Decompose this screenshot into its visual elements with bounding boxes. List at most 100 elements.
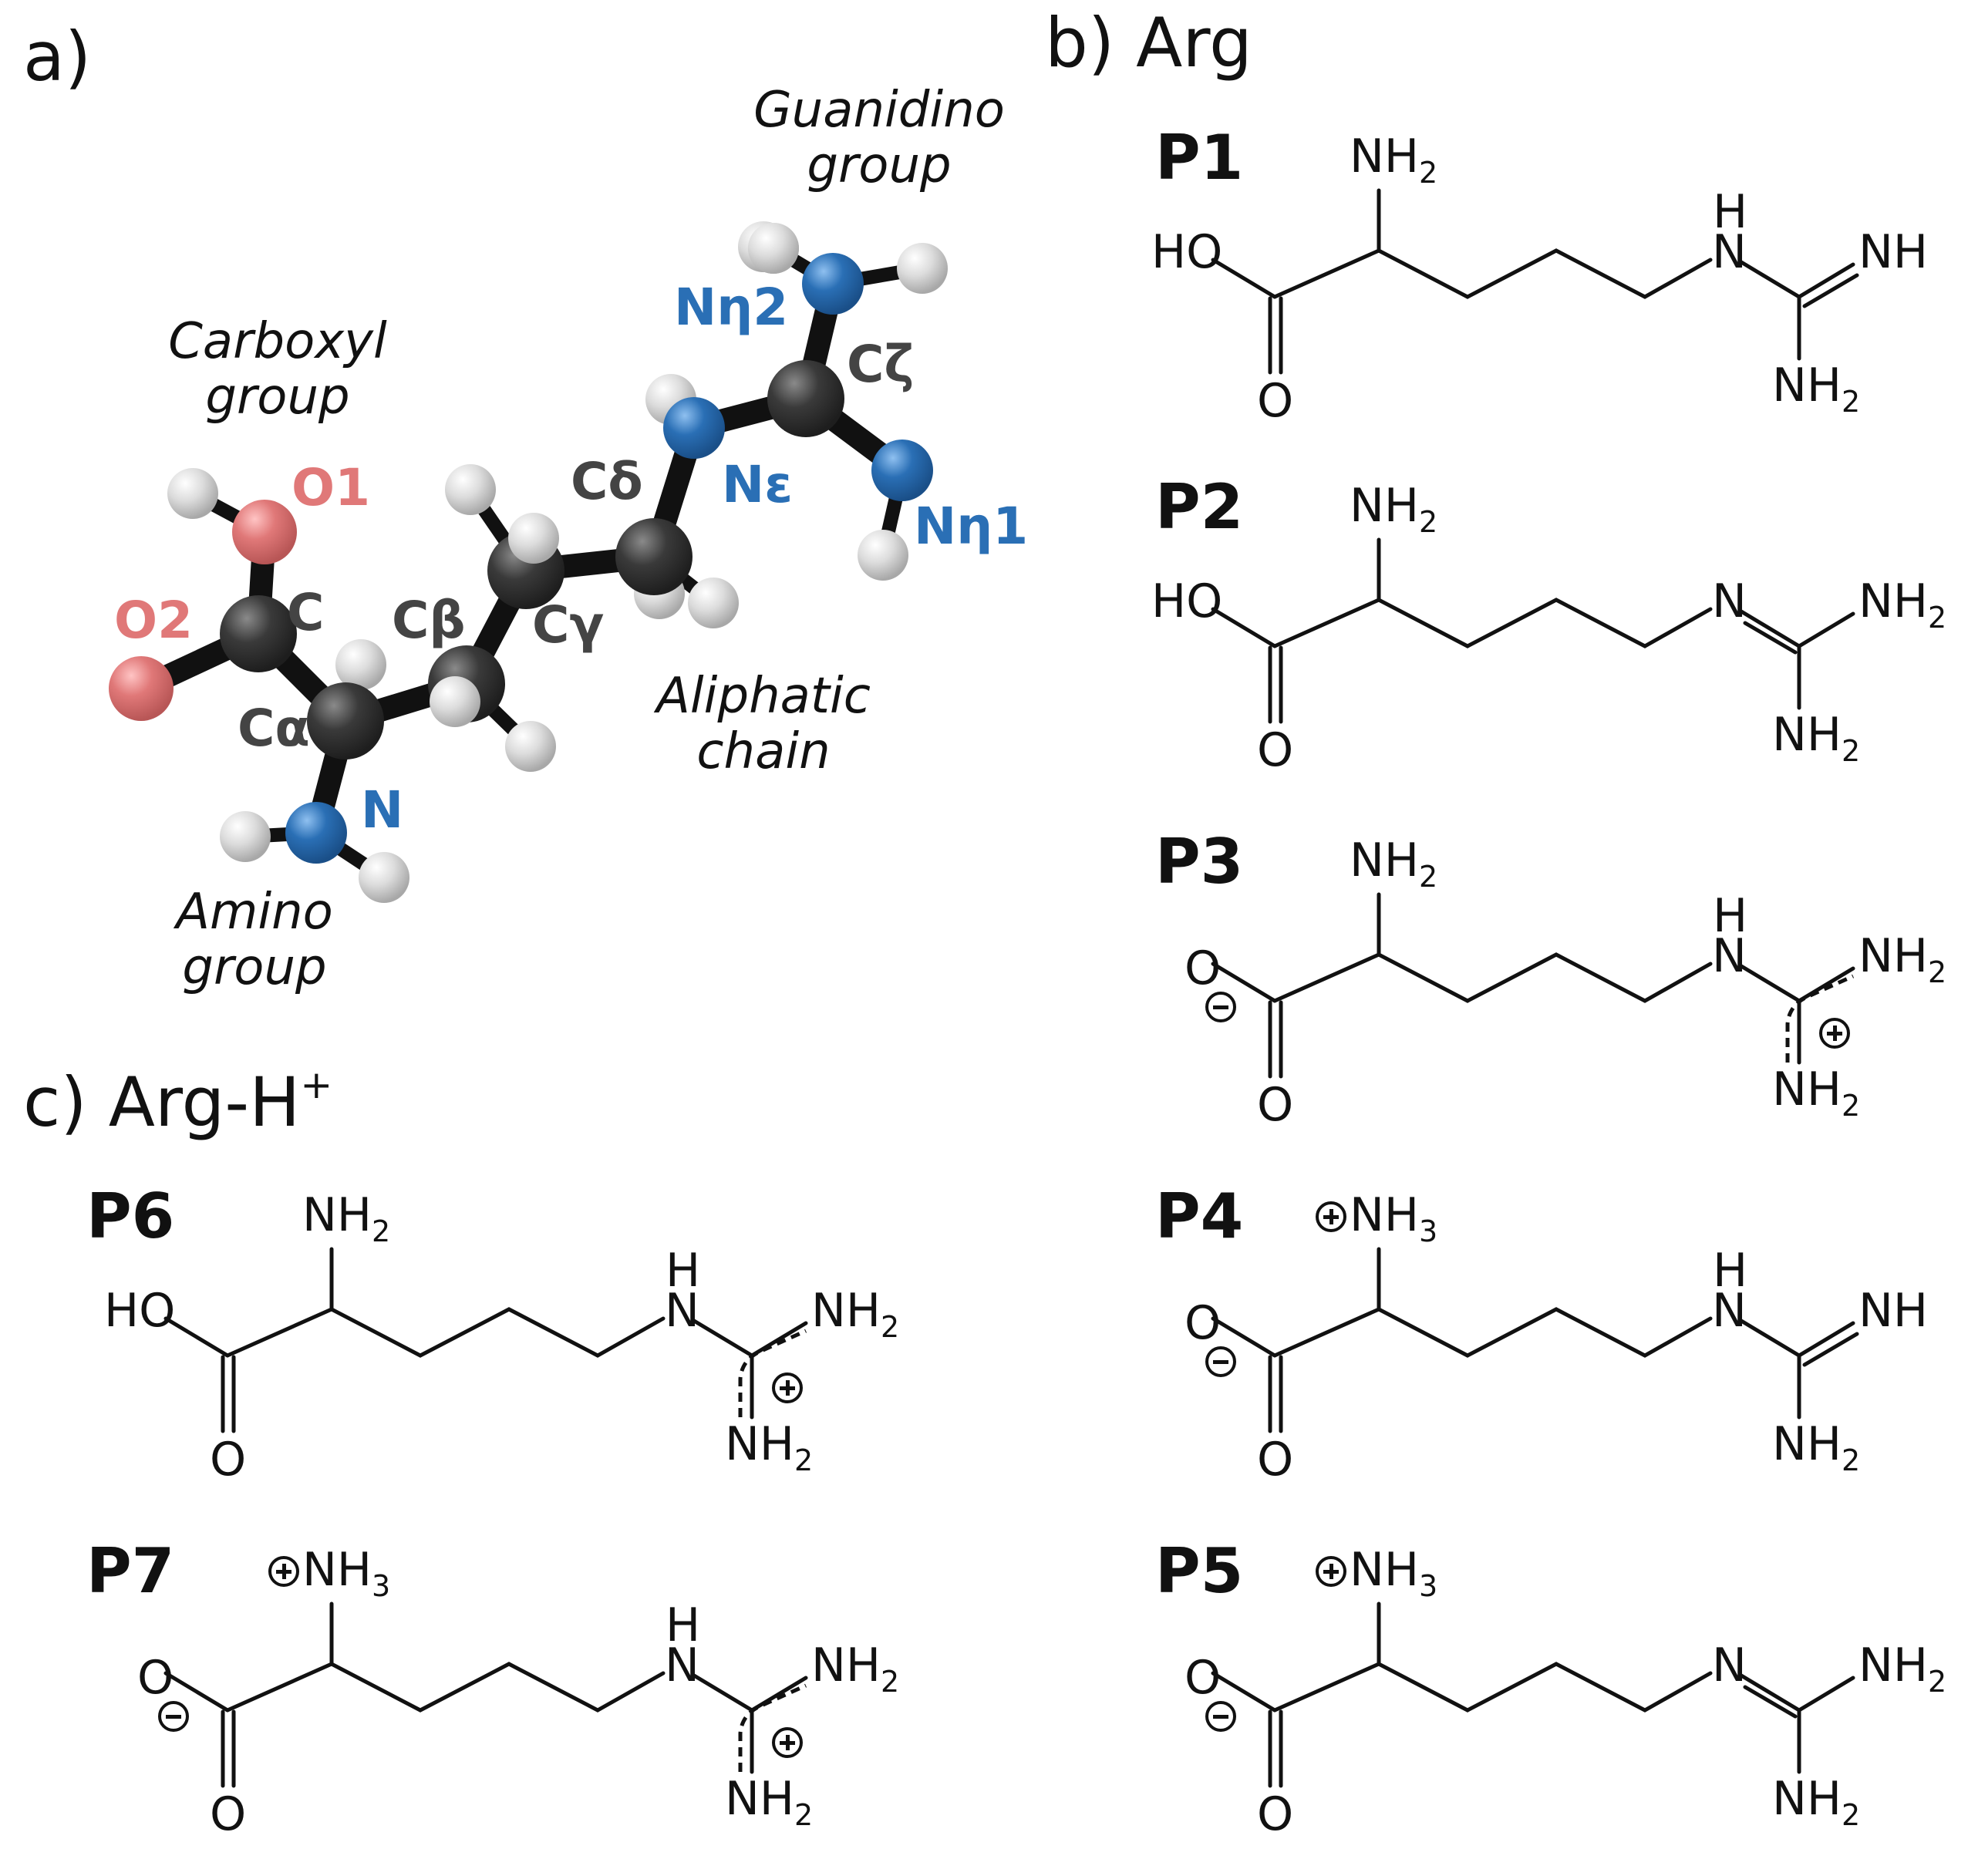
- carbonyl-oxygen-P7: O: [210, 1787, 247, 1841]
- atom-label-Nh2: Nη2: [674, 278, 789, 337]
- carboxylate-charge-P5: [1205, 1701, 1236, 1732]
- atom-Ca: [307, 682, 384, 759]
- atom-H_ca: [335, 639, 386, 690]
- atom-H_cb_back: [445, 464, 496, 515]
- atom-label-Cg: Cγ: [532, 595, 605, 655]
- carboxyl-group-label: Carboxyl group: [154, 313, 401, 426]
- atom-label-Nh1: Nη1: [914, 497, 1029, 556]
- atom-label-C: C: [287, 583, 325, 642]
- carbonyl-oxygen-P2: O: [1257, 723, 1294, 777]
- atom-H_nh1: [858, 530, 908, 581]
- guanidinium-charge-P6: [772, 1372, 803, 1403]
- structure-bonds-P7: [163, 1602, 808, 1788]
- epsilon-n-P6: N: [665, 1284, 699, 1338]
- bottom-n-P5: NH2: [1772, 1772, 1861, 1832]
- label-P6: P6: [86, 1180, 175, 1252]
- carboxyl-line1: Carboxyl: [168, 313, 387, 370]
- panel-b-label: b) Arg: [1045, 3, 1252, 83]
- amino-line2: group: [182, 938, 327, 996]
- guanidinium-charge-P7: [772, 1727, 803, 1758]
- aliphatic-line1: Aliphatic: [656, 668, 871, 725]
- imine-h-P1: H: [1713, 185, 1748, 239]
- acid-oxygen-P4: O: [1185, 1296, 1222, 1350]
- amine-charge-P4: [1316, 1201, 1346, 1232]
- amine-P1: NH2: [1350, 130, 1438, 190]
- epsilon-n-P3: N: [1712, 929, 1747, 983]
- guanidinium-charge-P3: [1819, 1018, 1850, 1049]
- top-n-P6: NH2: [811, 1284, 900, 1344]
- imine-h-P7: H: [666, 1598, 701, 1652]
- aliphatic-chain-label: Aliphatic chain: [640, 669, 887, 780]
- atom-O1: [232, 500, 297, 564]
- atom-H_n2: [359, 852, 409, 903]
- atom-Nh1: [871, 440, 933, 501]
- imine-h-P3: H: [1713, 889, 1748, 943]
- amine-P4: NH3: [1350, 1188, 1438, 1248]
- amino-line1: Amino: [176, 884, 333, 941]
- acid-oxygen-P3: O: [1185, 941, 1222, 995]
- bottom-n-P4: NH2: [1772, 1417, 1861, 1477]
- structure-bonds-P5: [1211, 1602, 1855, 1788]
- acid-oxygen-P5: O: [1185, 1651, 1222, 1705]
- atom-label-Cd: Cδ: [571, 452, 643, 511]
- arginine-ball-stick-model: [109, 221, 948, 903]
- bottom-n-P3: NH2: [1772, 1063, 1861, 1123]
- amine-P5: NH3: [1350, 1543, 1438, 1603]
- top-n-P7: NH2: [811, 1639, 900, 1699]
- carbonyl-oxygen-P6: O: [210, 1433, 247, 1487]
- amine-charge-P7: [268, 1556, 299, 1587]
- structure-bonds-P2: [1211, 537, 1855, 724]
- atom-Cd: [615, 518, 693, 595]
- amino-group-label: Amino group: [154, 884, 355, 996]
- atom-label-O1: O1: [291, 458, 371, 517]
- panel-c-superscript: +: [300, 1063, 333, 1107]
- atom-C: [220, 595, 297, 672]
- atom-H_cb2: [430, 676, 480, 727]
- atom-H_o1: [167, 468, 218, 519]
- aliphatic-line2: chain: [696, 722, 831, 780]
- bottom-n-P1: NH2: [1772, 359, 1861, 419]
- atoms: [109, 221, 948, 903]
- carboxylate-charge-P7: [158, 1701, 189, 1732]
- acid-hydroxyl-P6: HO: [104, 1284, 176, 1338]
- amine-P2: NH2: [1350, 479, 1438, 539]
- top-n-P5: NH2: [1858, 1639, 1947, 1699]
- atom-H_nh2a: [748, 223, 799, 274]
- label-P2: P2: [1155, 471, 1244, 543]
- atom-H_nh2b: [897, 243, 948, 294]
- label-P3: P3: [1155, 826, 1244, 898]
- label-P7: P7: [86, 1535, 175, 1607]
- atom-label-N: N: [361, 780, 404, 840]
- atom-label-O2: O2: [114, 591, 194, 650]
- top-n-P2: NH2: [1858, 574, 1947, 635]
- bottom-n-P6: NH2: [725, 1417, 814, 1477]
- top-n-P1: NH: [1858, 225, 1928, 279]
- atom-label-Ca: Cα: [238, 699, 310, 758]
- amine-P6: NH2: [302, 1188, 391, 1248]
- atom-label-Cz: Cζ: [847, 335, 915, 394]
- atom-Ne: [663, 397, 725, 459]
- carbonyl-oxygen-P1: O: [1257, 374, 1294, 428]
- atom-label-Cb: Cβ: [392, 591, 466, 650]
- structure-bonds-P6: [163, 1247, 808, 1433]
- epsilon-n-P2: N: [1712, 574, 1747, 628]
- atom-O2: [109, 656, 174, 721]
- label-P4: P4: [1155, 1180, 1244, 1252]
- top-n-P3: NH2: [1858, 929, 1947, 989]
- imine-h-P4: H: [1713, 1244, 1748, 1298]
- top-n-P4: NH: [1858, 1284, 1928, 1338]
- panel-c-text: c) Arg-H: [23, 1063, 301, 1142]
- carboxyl-line2: group: [205, 368, 350, 426]
- guanidino-line1: Guanidino: [753, 82, 1005, 139]
- structure-bonds-P1: [1211, 188, 1859, 375]
- guanidino-line2: group: [807, 136, 952, 194]
- panel-c-label: c) Arg-H+: [23, 1066, 332, 1137]
- carbonyl-oxygen-P3: O: [1257, 1078, 1294, 1132]
